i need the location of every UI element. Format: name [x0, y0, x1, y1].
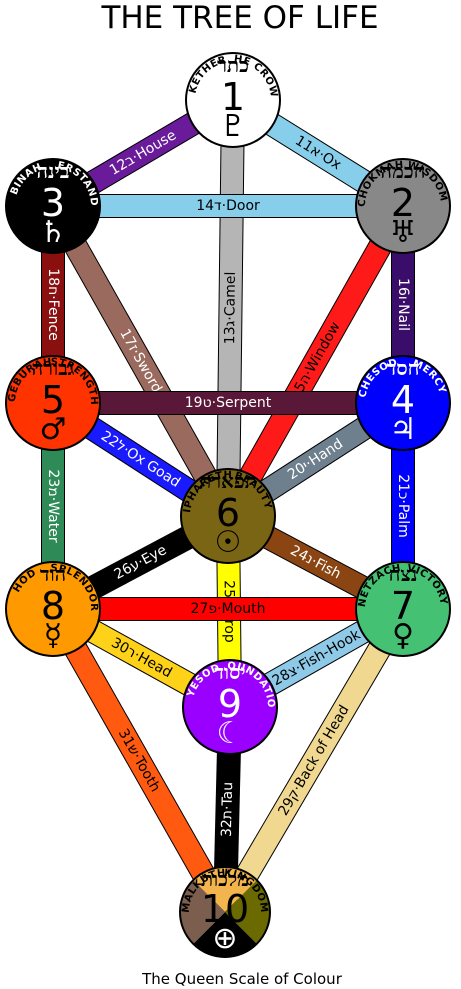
- sephirah-1-symbol-icon: ♇: [220, 109, 247, 144]
- sephirah-4-symbol-icon: ♃: [390, 412, 417, 447]
- path-13-label: 13ג·Camel: [222, 272, 239, 345]
- malkuth-quarter-right: [225, 880, 270, 944]
- sephirah-3-hebrew: בינה: [37, 159, 70, 183]
- sephirah-8-disc: [5, 561, 101, 657]
- sephirah-5-number: 5: [41, 378, 65, 422]
- caption: The Queen Scale of Colour: [141, 970, 343, 988]
- sephirah-10-border: [179, 866, 271, 958]
- path-23-label: 23מ·Water: [45, 469, 61, 542]
- sephirah-4-number: 4: [391, 378, 415, 422]
- sephirah-2-number: 2: [391, 181, 415, 225]
- sephirah-9-symbol-icon: ☾: [217, 716, 244, 751]
- path-29: [215, 603, 413, 918]
- sephirah-7-disc: [355, 561, 451, 657]
- sephirah-2-disc: [355, 158, 451, 254]
- sephirah-6-symbol-icon: ☉: [215, 525, 242, 560]
- path-31: [43, 603, 235, 918]
- path-12-label: 12ב·House: [107, 127, 179, 178]
- sephirah-10-number: 10: [201, 887, 249, 931]
- sephirah-5-symbol-icon: ♂: [40, 412, 67, 447]
- path-29-label: 29ק·Back of Head: [275, 702, 352, 818]
- sephirah-3-number: 3: [41, 181, 65, 225]
- sephirah-8-symbol-icon: ☿: [44, 618, 62, 653]
- sephirah-6-hebrew: תפארת: [199, 469, 257, 493]
- sephirah-9-disc: [182, 659, 278, 755]
- sephirah-9-hebrew: יסוד: [214, 660, 245, 684]
- path-18-label: 18ח·Fence: [45, 268, 61, 341]
- sephirah-10-symbol-icon: ⊕: [212, 921, 237, 956]
- sephirah-10-hebrew: מלכות: [201, 867, 249, 891]
- sephirah-1-number: 1: [221, 75, 245, 119]
- sephirah-2-hebrew: חכמה: [381, 159, 426, 183]
- malkuth-quarter-bottom: [193, 912, 257, 957]
- sephirah-7-hebrew: נצח: [389, 562, 418, 586]
- sephirah-8-hebrew: הוד: [40, 562, 66, 586]
- malkuth-quarter-top: [193, 867, 257, 912]
- sephirah-1-disc: [185, 52, 281, 148]
- sephirah-6-disc: [180, 468, 276, 564]
- sephirah-9-number: 9: [218, 682, 242, 726]
- path-14-label: 14ד·Door: [196, 198, 260, 214]
- sephirah-3-disc: [5, 158, 101, 254]
- sephirah-8-number: 8: [41, 584, 65, 628]
- malkuth-quarter-left: [180, 880, 225, 944]
- sephirah-7-number: 7: [391, 584, 415, 628]
- sephirah-binah: BINAHUNDERSTANDINGבינה3♄: [0, 0, 101, 254]
- path-13: [217, 99, 244, 517]
- sephirah-4-hebrew: חסד: [387, 356, 420, 380]
- sephirah-1-hebrew: כתר: [217, 53, 249, 77]
- path-21-label: 21כ·Palm: [395, 474, 411, 538]
- sephirah-6-number: 6: [216, 491, 240, 535]
- path-17: [43, 200, 238, 522]
- sephirah-2-symbol-icon: ♅: [390, 215, 417, 250]
- sephirah-3-symbol-icon: ♄: [40, 215, 67, 250]
- path-32-label: 32ת·Tau: [219, 782, 236, 838]
- path-15: [218, 200, 413, 522]
- sephirah-4-disc: [355, 355, 451, 451]
- path-16-label: 16ו·Nail: [395, 278, 411, 331]
- page-title: THE TREE OF LIFE: [100, 0, 378, 36]
- path-19-label: 19ט·Serpent: [185, 395, 272, 411]
- path-15-label: 15ה·Window: [287, 319, 344, 402]
- sephirah-5-hebrew: גבורה: [32, 356, 75, 380]
- sephirah-7-symbol-icon: ♀: [392, 618, 414, 653]
- sephirah-5-disc: [5, 355, 101, 451]
- path-27-label: 27פ·Mouth: [191, 601, 266, 617]
